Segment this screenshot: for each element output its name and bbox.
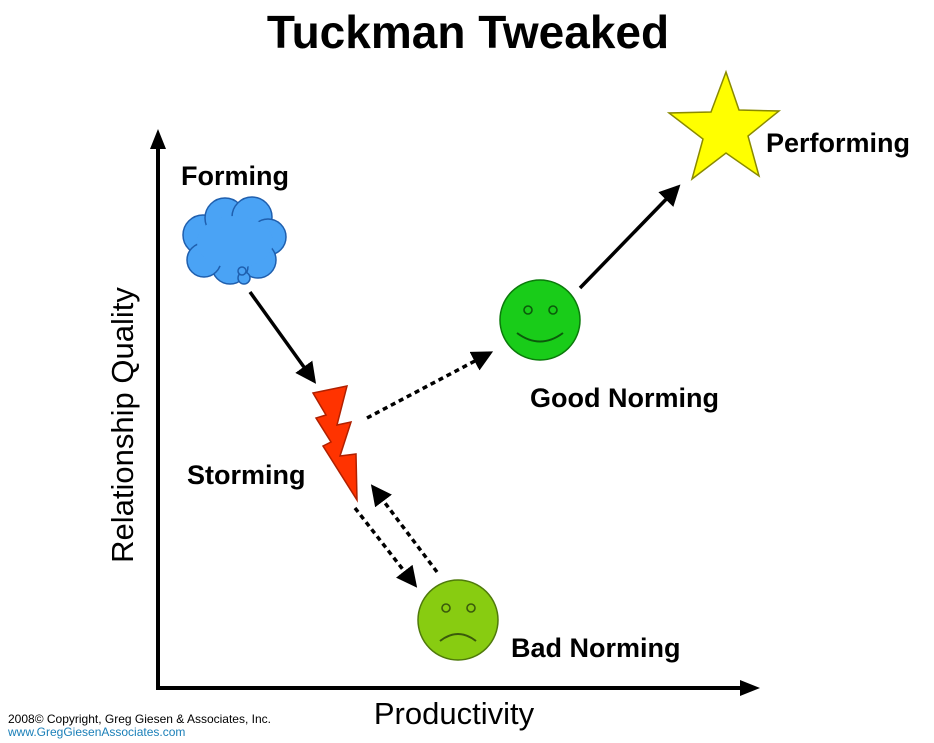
copyright-text: 2008© Copyright, Greg Giesen & Associate… <box>8 712 271 726</box>
arrow-storming-to-bad-norming <box>353 506 418 588</box>
bad-norming-frowny-face-icon <box>417 579 499 661</box>
storming-label: Storming <box>187 460 306 490</box>
axes <box>150 129 760 696</box>
forming-label: Forming <box>181 161 289 191</box>
good-norming-smiley-face-icon <box>499 279 581 361</box>
y-axis-arrowhead <box>150 129 166 149</box>
good-norming-label: Good Norming <box>530 383 719 413</box>
forming-cloud-icon <box>182 196 287 285</box>
footer: 2008© Copyright, Greg Giesen & Associate… <box>8 713 271 739</box>
diagram-title: Tuckman Tweaked <box>267 6 669 58</box>
arrow-forming-to-storming <box>248 290 317 384</box>
x-axis-label: Productivity <box>374 696 535 731</box>
website-link[interactable]: www.GregGiesenAssociates.com <box>8 725 186 739</box>
performing-star-icon <box>666 69 782 181</box>
y-axis-label: Relationship Quality <box>105 287 140 563</box>
arrow-storming-to-good-norming <box>366 351 494 420</box>
arrow-bad-norming-to-storming <box>370 484 439 574</box>
transition-arrows <box>248 184 681 588</box>
storming-lightning-bolt-icon <box>311 385 358 503</box>
x-axis-arrowhead <box>740 680 760 696</box>
bad-norming-label: Bad Norming <box>511 633 681 663</box>
arrow-good-norming-to-performing <box>578 184 681 290</box>
performing-label: Performing <box>766 128 910 158</box>
